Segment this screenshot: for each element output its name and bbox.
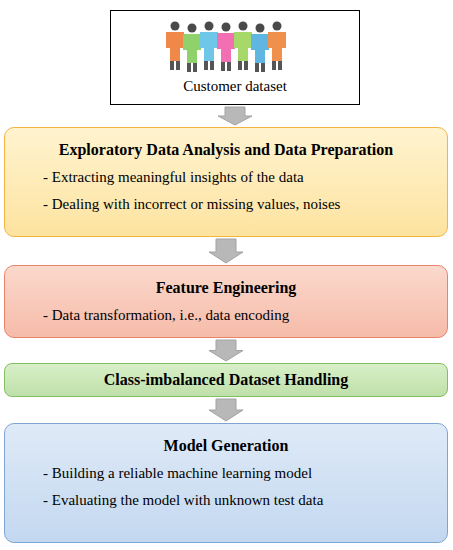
step-bullet: - Extracting meaningful insights of the … (13, 168, 439, 187)
dataset-box: Customer dataset (110, 10, 360, 105)
process-box: Model Generation - Building a reliable ma… (4, 423, 448, 543)
step-heading: Model Generation (13, 436, 439, 456)
step-bullet: - Building a reliable machine learning m… (13, 464, 439, 483)
flow-arrow (209, 340, 243, 361)
flow-arrow (209, 399, 243, 421)
process-box: Feature Engineering - Data transformation… (4, 265, 448, 338)
step-heading: Feature Engineering (13, 278, 439, 298)
step-bullet: - Data transformation, i.e., data encodi… (13, 306, 439, 325)
step-bullet: - Dealing with incorrect or missing valu… (13, 195, 439, 214)
process-box: Class-imbalanced Dataset Handling (4, 363, 448, 397)
step-heading: Exploratory Data Analysis and Data Prepa… (13, 140, 439, 160)
customers-illustration (111, 11, 359, 73)
process-box: Exploratory Data Analysis and Data Prepa… (4, 127, 448, 237)
flow-arrow (218, 107, 252, 125)
node-label: Customer dataset (119, 77, 351, 96)
step-bullet: - Evaluating the model with unknown test… (13, 491, 439, 510)
step-heading: Class-imbalanced Dataset Handling (13, 370, 439, 390)
flow-arrow (209, 239, 243, 263)
